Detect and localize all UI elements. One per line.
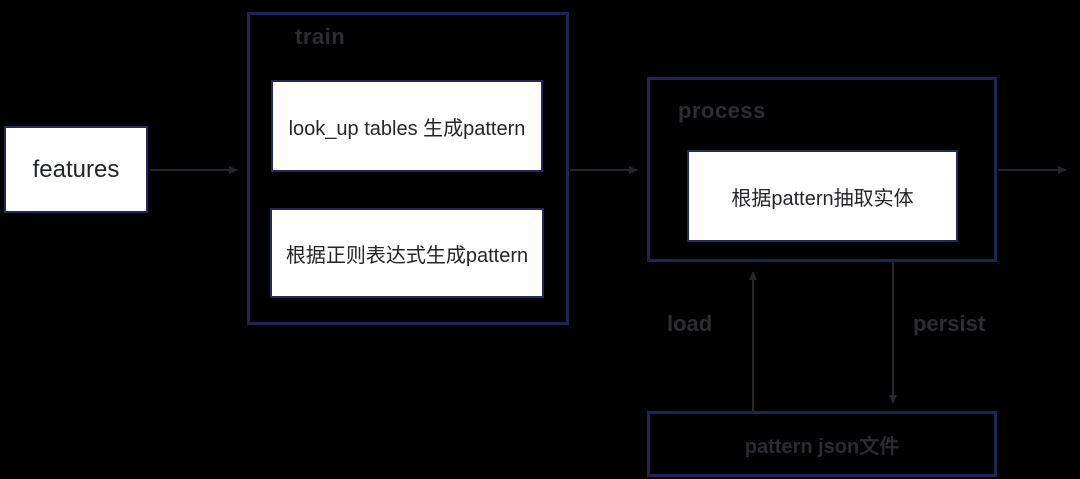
- process-step-extract-entities: 根据pattern抽取实体: [687, 150, 958, 242]
- train-step-regex-label: 根据正则表达式生成pattern: [285, 244, 529, 267]
- train-step-regex: 根据正则表达式生成pattern: [270, 208, 544, 298]
- pattern-json-file-node: pattern json文件: [647, 411, 997, 477]
- features-node-label: features: [32, 155, 120, 183]
- process-group-label: process: [678, 98, 766, 123]
- process-step-extract-entities-label: 根据pattern抽取实体: [731, 187, 914, 210]
- train-step-lookup-tables: look_up tables 生成pattern: [271, 80, 543, 172]
- train-step-lookup-tables-label: look_up tables 生成pattern: [288, 117, 526, 140]
- persist-edge-label: persist: [913, 311, 986, 336]
- load-edge-label: load: [667, 311, 713, 336]
- features-node: features: [4, 126, 148, 213]
- pattern-json-file-label: pattern json文件: [744, 435, 900, 458]
- train-group-label: train: [295, 24, 346, 49]
